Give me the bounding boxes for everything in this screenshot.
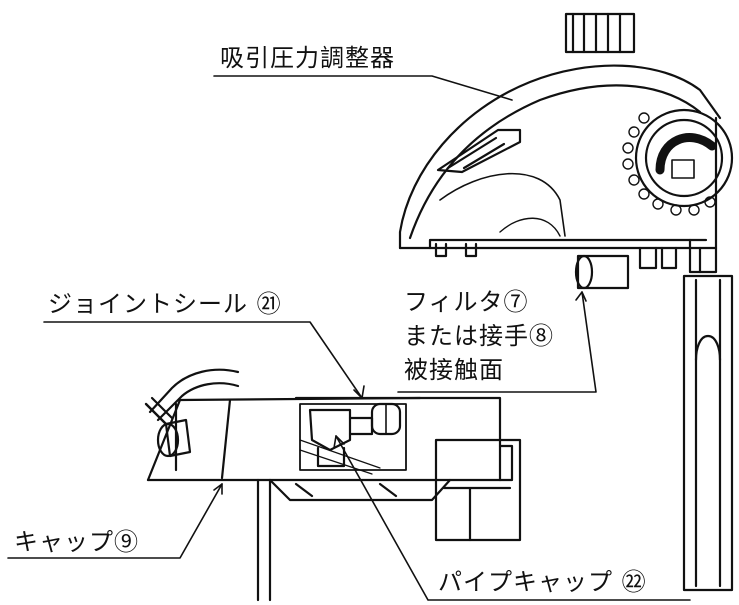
regulator-label: 吸引圧力調整器 xyxy=(220,44,395,72)
regulator-leader xyxy=(213,75,513,101)
leader-lines xyxy=(7,75,691,601)
cap-label: キャップ⑨ xyxy=(14,528,139,556)
regulator-body xyxy=(398,12,734,592)
joint-seal-leader xyxy=(43,321,363,399)
filter-leader xyxy=(397,291,597,393)
pipe-cap-leader xyxy=(335,435,691,601)
pipe-cap-label: パイプキャップ ㉒ xyxy=(438,568,647,596)
pressure-dial xyxy=(622,108,734,216)
filter-joint-label: または接手⑧ xyxy=(404,322,554,350)
cap-leader xyxy=(7,483,223,559)
filter-label: フィルタ⑦ xyxy=(404,288,529,316)
contact-surface-label: 被接触面 xyxy=(404,356,504,384)
joint-seal-label: ジョイントシール ㉑ xyxy=(48,290,282,318)
base-unit xyxy=(144,368,522,602)
